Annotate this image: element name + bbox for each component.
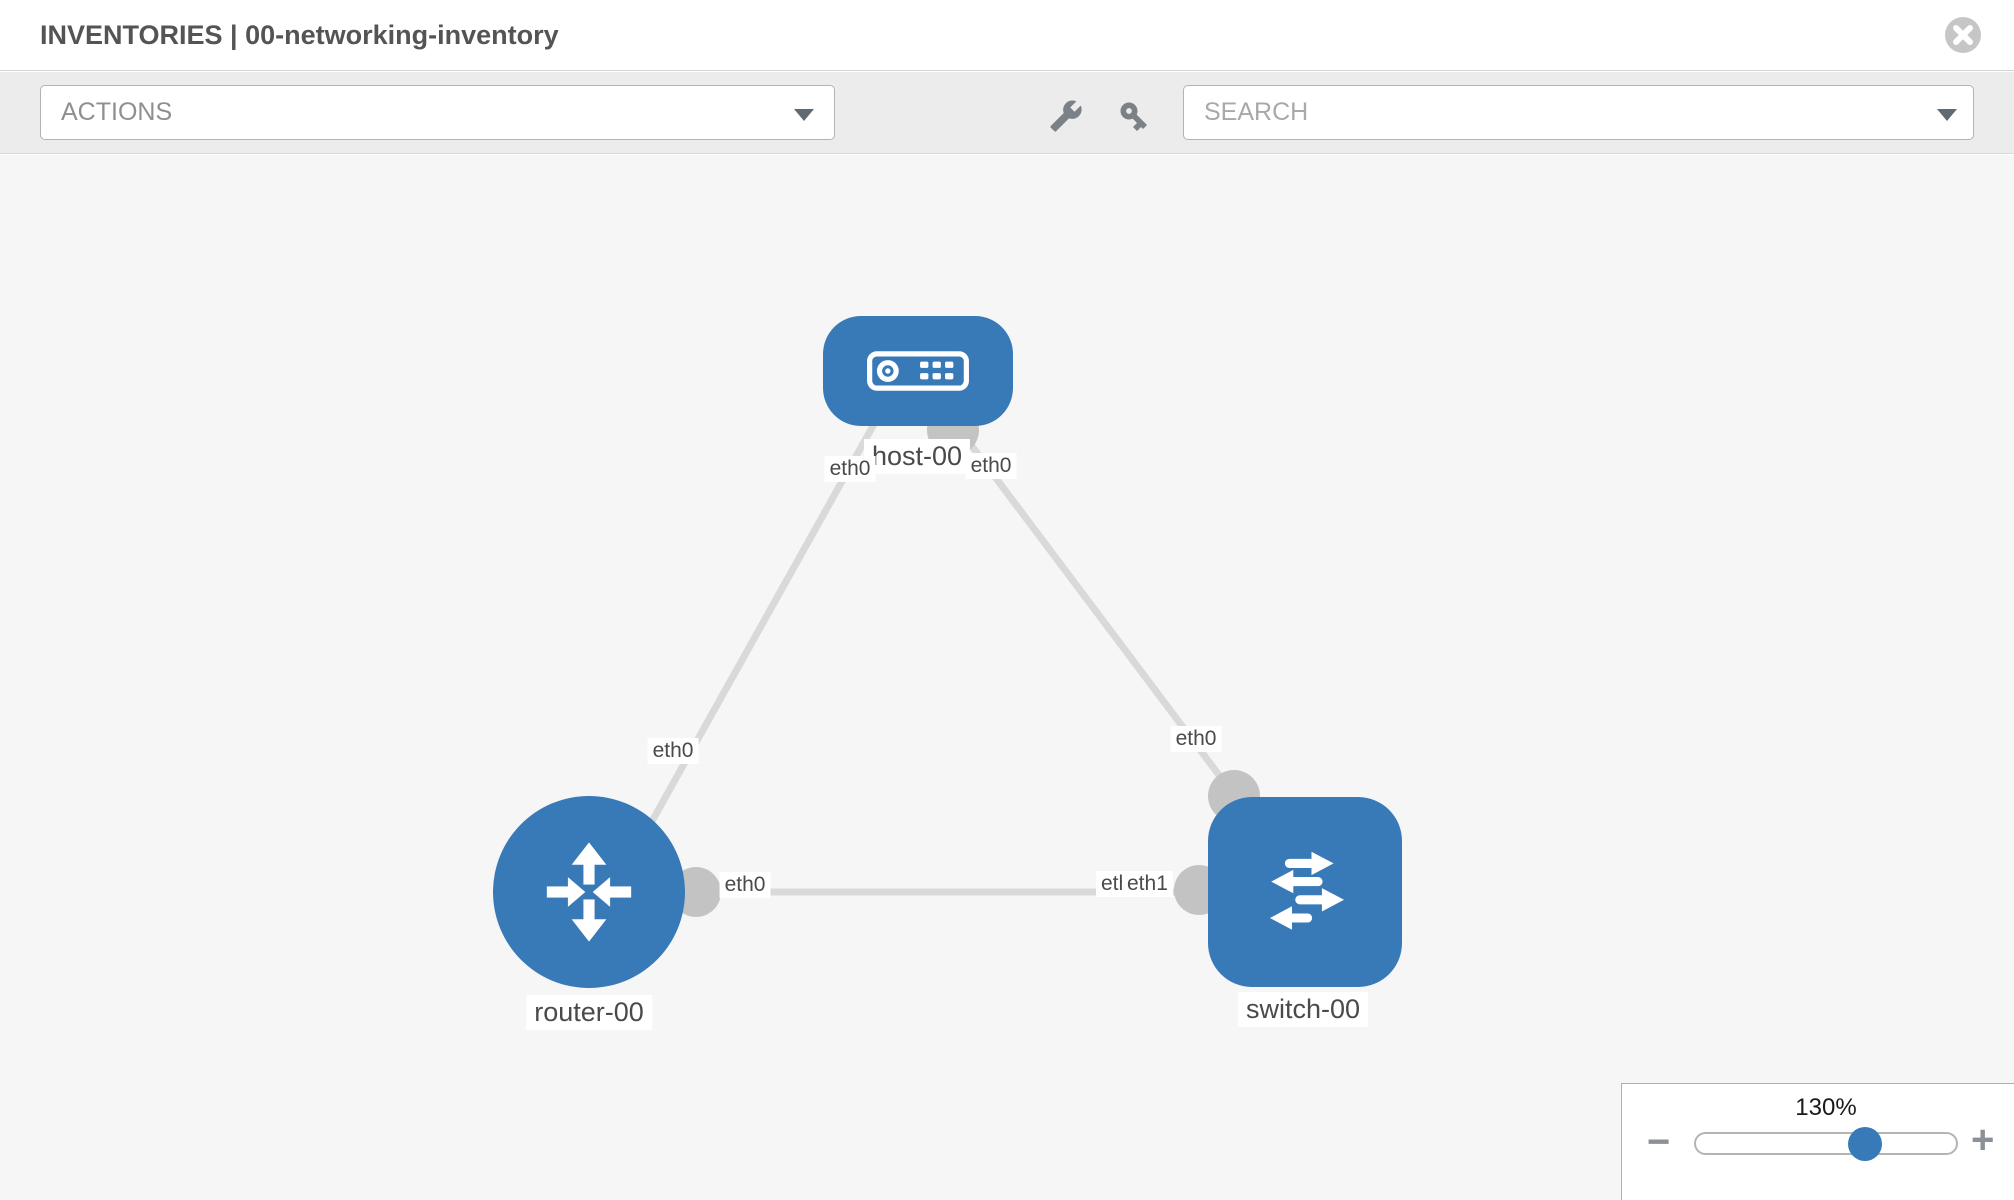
zoom-slider-thumb[interactable] [1848,1127,1882,1161]
host-icon [867,351,969,391]
zoom-out-button[interactable]: − [1647,1120,1671,1164]
node-switch-00[interactable] [1208,797,1402,987]
header: INVENTORIES | 00-networking-inventory [0,0,2014,71]
node-router-00[interactable] [493,796,685,988]
actions-dropdown[interactable]: ACTIONS [40,85,835,140]
close-icon [1945,17,1981,53]
topology-canvas[interactable]: host-00 router-00 switch-00 eth0 eth0 et… [0,155,2014,1200]
wrench-icon[interactable] [1049,99,1083,133]
chevron-down-icon [794,109,814,121]
router-icon [546,842,632,942]
key-icon[interactable] [1117,99,1151,133]
interface-label-router-top: eth0 [647,738,699,764]
node-label-host: host-00 [863,439,971,474]
interface-label-host-left: eth0 [824,456,876,482]
links-layer [589,404,1261,917]
zoom-panel: 130% − + [1621,1083,2014,1200]
page-title: INVENTORIES | 00-networking-inventory [40,20,559,50]
search-dropdown-label: SEARCH [1204,98,1309,126]
zoom-in-button[interactable]: + [1971,1118,1995,1162]
node-label-switch: switch-00 [1237,992,1369,1027]
interface-label-switch-top: eth0 [1170,726,1222,752]
close-button[interactable] [1943,15,1983,55]
toolbar: ACTIONS SEARCH [0,72,2014,154]
chevron-down-icon [1937,109,1957,121]
switch-icon [1269,851,1344,930]
zoom-level: 130% [1795,1094,1857,1121]
node-label-router: router-00 [526,995,652,1030]
interface-label-router-right: eth0 [719,872,771,898]
actions-dropdown-label: ACTIONS [61,98,173,126]
interface-label-switch-left: eth1 [1122,871,1173,897]
node-host-00[interactable] [823,316,1013,426]
zoom-slider-track[interactable] [1694,1132,1958,1155]
interface-label-host-right: eth0 [965,453,1017,479]
link-host-switch[interactable] [947,414,1261,830]
search-dropdown[interactable]: SEARCH [1183,85,1974,140]
